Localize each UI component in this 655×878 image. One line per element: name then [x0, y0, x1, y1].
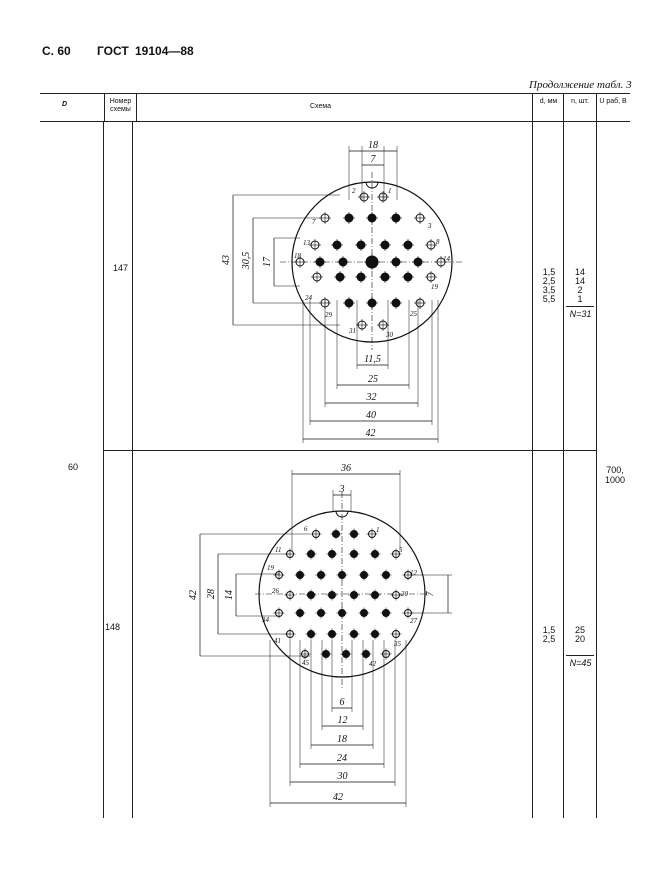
- voltage-value: 700, 1000: [604, 465, 626, 485]
- diameter-list: 1,5 2,5 3,5 5,5: [537, 268, 561, 304]
- diameter-value: 3,5: [542, 285, 556, 295]
- col-header-n: n, шт.: [571, 98, 589, 105]
- pin-label: 6: [304, 525, 308, 533]
- diameter-value: 1,5: [542, 267, 556, 277]
- pin-label: 1: [376, 526, 380, 534]
- standard-label: ГОСТ: [97, 44, 129, 58]
- pin-label: 7: [312, 218, 316, 226]
- dimension-label: 36: [340, 463, 351, 474]
- pin-label: 12: [410, 569, 418, 577]
- pin-label: 30: [385, 331, 394, 339]
- col-divider: [103, 121, 104, 818]
- diameter-value: 2,5: [542, 276, 556, 286]
- diameter-value: 1,5: [542, 625, 556, 635]
- pin-label: 25: [410, 310, 418, 318]
- dimension-label: 30: [337, 771, 348, 782]
- dimension-label: 7: [371, 154, 377, 165]
- dimension-label: 14: [224, 590, 235, 600]
- col-divider: [104, 93, 105, 121]
- dimension-label: 42: [333, 792, 343, 803]
- page-number: С. 60: [42, 44, 71, 58]
- pin-label: 8: [436, 238, 440, 246]
- count-value: 1: [577, 294, 583, 304]
- row-divider: [104, 450, 596, 451]
- pin-label: 13: [303, 239, 311, 247]
- pin-label: 20: [401, 590, 409, 598]
- count-list: 25 20: [568, 626, 592, 644]
- pin-label: 27: [410, 617, 418, 625]
- dimension-label: 30,5: [241, 252, 252, 271]
- count-value: 25: [574, 625, 585, 635]
- dimension-label: 28: [206, 589, 217, 599]
- pin-label: 11: [275, 546, 281, 554]
- dimension-label: 43: [221, 255, 232, 265]
- table-top-rule: [40, 93, 630, 94]
- table-header-rule: [40, 121, 630, 122]
- diameter-list: 1,5 2,5: [537, 626, 561, 644]
- pin-label: 29: [325, 311, 333, 319]
- dimension-label: 25: [368, 374, 378, 385]
- total-count: N=45: [569, 658, 592, 668]
- pin-label: 19: [267, 564, 275, 572]
- pin-label: 18: [294, 252, 302, 260]
- dimension-label: 12: [338, 715, 348, 726]
- pin-label: 19: [431, 283, 439, 291]
- pin-label: 14: [443, 255, 451, 263]
- count-value: 20: [574, 634, 585, 644]
- pin-label: 3: [427, 222, 432, 230]
- table-continuation: Продолжение табл. 3: [529, 79, 632, 91]
- count-value: 2: [577, 285, 583, 295]
- scheme-number: 148: [105, 622, 121, 632]
- pin-label: 35: [393, 640, 402, 648]
- dimension-label: 17: [262, 256, 273, 267]
- pin-label: 5: [399, 546, 403, 554]
- dimension-label: 11,5: [364, 354, 381, 365]
- total-rule: [566, 306, 594, 307]
- dimension-label: 7: [425, 591, 436, 597]
- col-divider: [596, 93, 597, 818]
- col-divider: [132, 121, 133, 818]
- dimension-label: 18: [337, 734, 347, 745]
- dimension-label: 32: [366, 392, 377, 403]
- pin-label: 2: [352, 187, 356, 195]
- count-value: 14: [574, 276, 585, 286]
- pin-label: 45: [302, 659, 310, 667]
- dimension-label: 6: [340, 697, 345, 708]
- dimension-label: 42: [366, 428, 376, 439]
- diameter-value: 2,5: [542, 634, 556, 644]
- pin-label: 41: [274, 637, 281, 645]
- col-header-D: D: [62, 101, 68, 108]
- dimension-label: 18: [368, 140, 378, 151]
- diameter-value: 5,5: [542, 294, 556, 304]
- standard-number: 19104—88: [135, 44, 194, 58]
- D-value: 60: [68, 462, 79, 472]
- col-divider: [136, 93, 137, 121]
- col-divider: [532, 93, 533, 818]
- total-rule: [566, 655, 594, 656]
- col-divider: [563, 93, 564, 818]
- pin-label: 1: [388, 187, 392, 195]
- dimension-label: 24: [337, 753, 347, 764]
- col-header-num: Номер схемы: [109, 98, 132, 113]
- dimension-label: 40: [366, 410, 376, 421]
- col-header-scheme: Схема: [310, 103, 332, 110]
- total-count: N=31: [569, 309, 592, 319]
- pin-label: 26: [272, 587, 280, 595]
- dimension-label: 3: [339, 484, 345, 495]
- count-value: 14: [574, 267, 585, 277]
- scheme-number: 147: [113, 263, 129, 273]
- col-header-d: d, мм: [539, 98, 558, 105]
- count-list: 14 14 2 1: [568, 268, 592, 304]
- pin-label: 31: [348, 327, 356, 335]
- col-header-u: U раб, В: [599, 98, 627, 105]
- pin-label: 24: [305, 294, 313, 302]
- dimension-label: 42: [188, 590, 199, 600]
- pin-label: 34: [261, 616, 270, 624]
